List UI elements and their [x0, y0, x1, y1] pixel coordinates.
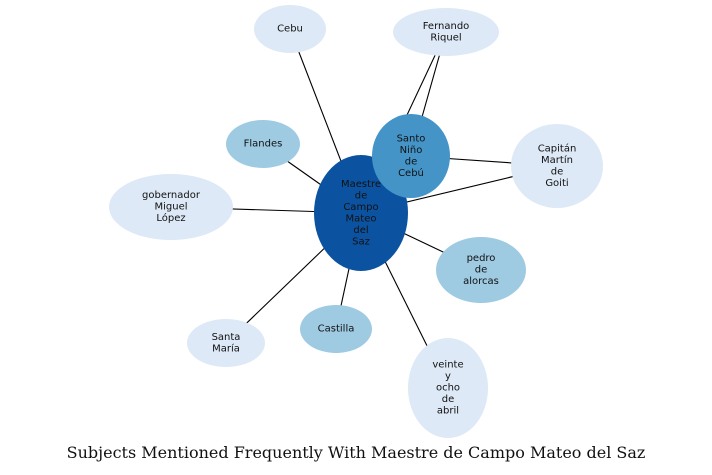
- node-veinte-label: veinte: [432, 360, 463, 371]
- diagram-caption: Subjects Mentioned Frequently With Maest…: [66, 443, 646, 462]
- node-center-label: del: [353, 225, 368, 236]
- node-santa-maria-label: Santa: [212, 332, 241, 343]
- node-pedro-label: alorcas: [463, 276, 499, 287]
- node-santa-maria-ellipse: [187, 319, 265, 367]
- node-layer: MaestredeCampoMateodelSazSantoNiñodeCebú…: [109, 5, 603, 438]
- node-veinte-label: de: [442, 394, 455, 405]
- node-veinte-ellipse: [408, 338, 488, 438]
- network-diagram: MaestredeCampoMateodelSazSantoNiñodeCebú…: [109, 5, 603, 438]
- node-cebu-ellipse: [254, 5, 326, 53]
- node-santo-nino-label: de: [405, 156, 418, 167]
- node-veinte-label: y: [445, 371, 451, 382]
- node-capitan-label: Martín: [541, 154, 573, 166]
- node-castilla-ellipse: [300, 305, 372, 353]
- node-flandes-ellipse: [226, 120, 300, 168]
- node-fernando-label: Fernando: [423, 21, 470, 32]
- node-santo-nino-label: Cebú: [398, 167, 424, 179]
- node-castilla-label: Castilla: [318, 324, 355, 335]
- node-pedro-ellipse: [436, 237, 526, 303]
- node-cebu: Cebu: [254, 5, 326, 53]
- node-flandes-label: Flandes: [244, 139, 283, 150]
- node-center-label: de: [355, 190, 368, 201]
- node-fernando-ellipse: [393, 8, 499, 56]
- node-flandes: Flandes: [226, 120, 300, 168]
- node-veinte-label: ocho: [436, 383, 460, 394]
- node-gobernador-label: López: [156, 212, 185, 224]
- node-pedro-label: pedro: [467, 253, 496, 264]
- node-fernando-label: Riquel: [430, 32, 461, 43]
- node-pedro-label: de: [475, 265, 488, 276]
- node-gobernador-label: Miguel: [154, 202, 187, 213]
- node-santo-nino-ellipse: [372, 114, 450, 198]
- node-capitan-ellipse: [511, 124, 603, 208]
- node-gobernador-label: gobernador: [142, 190, 201, 201]
- node-center-label: Mateo: [346, 213, 377, 224]
- node-santo-nino-label: Santo: [397, 133, 426, 144]
- node-castilla: Castilla: [300, 305, 372, 353]
- node-cebu-label: Cebu: [277, 24, 303, 35]
- node-santo-nino-label: Niño: [400, 145, 423, 156]
- node-capitan-label: de: [551, 166, 564, 177]
- node-veinte-label: abril: [437, 406, 459, 417]
- node-capitan-label: Goiti: [545, 178, 568, 189]
- node-santa-maria-label: María: [212, 342, 240, 354]
- node-gobernador-ellipse: [109, 174, 233, 240]
- node-center-label: Saz: [352, 236, 370, 247]
- node-center-label: Maestre: [341, 179, 381, 190]
- node-capitan-label: Capitán: [538, 142, 577, 154]
- node-center-label: Campo: [343, 202, 378, 213]
